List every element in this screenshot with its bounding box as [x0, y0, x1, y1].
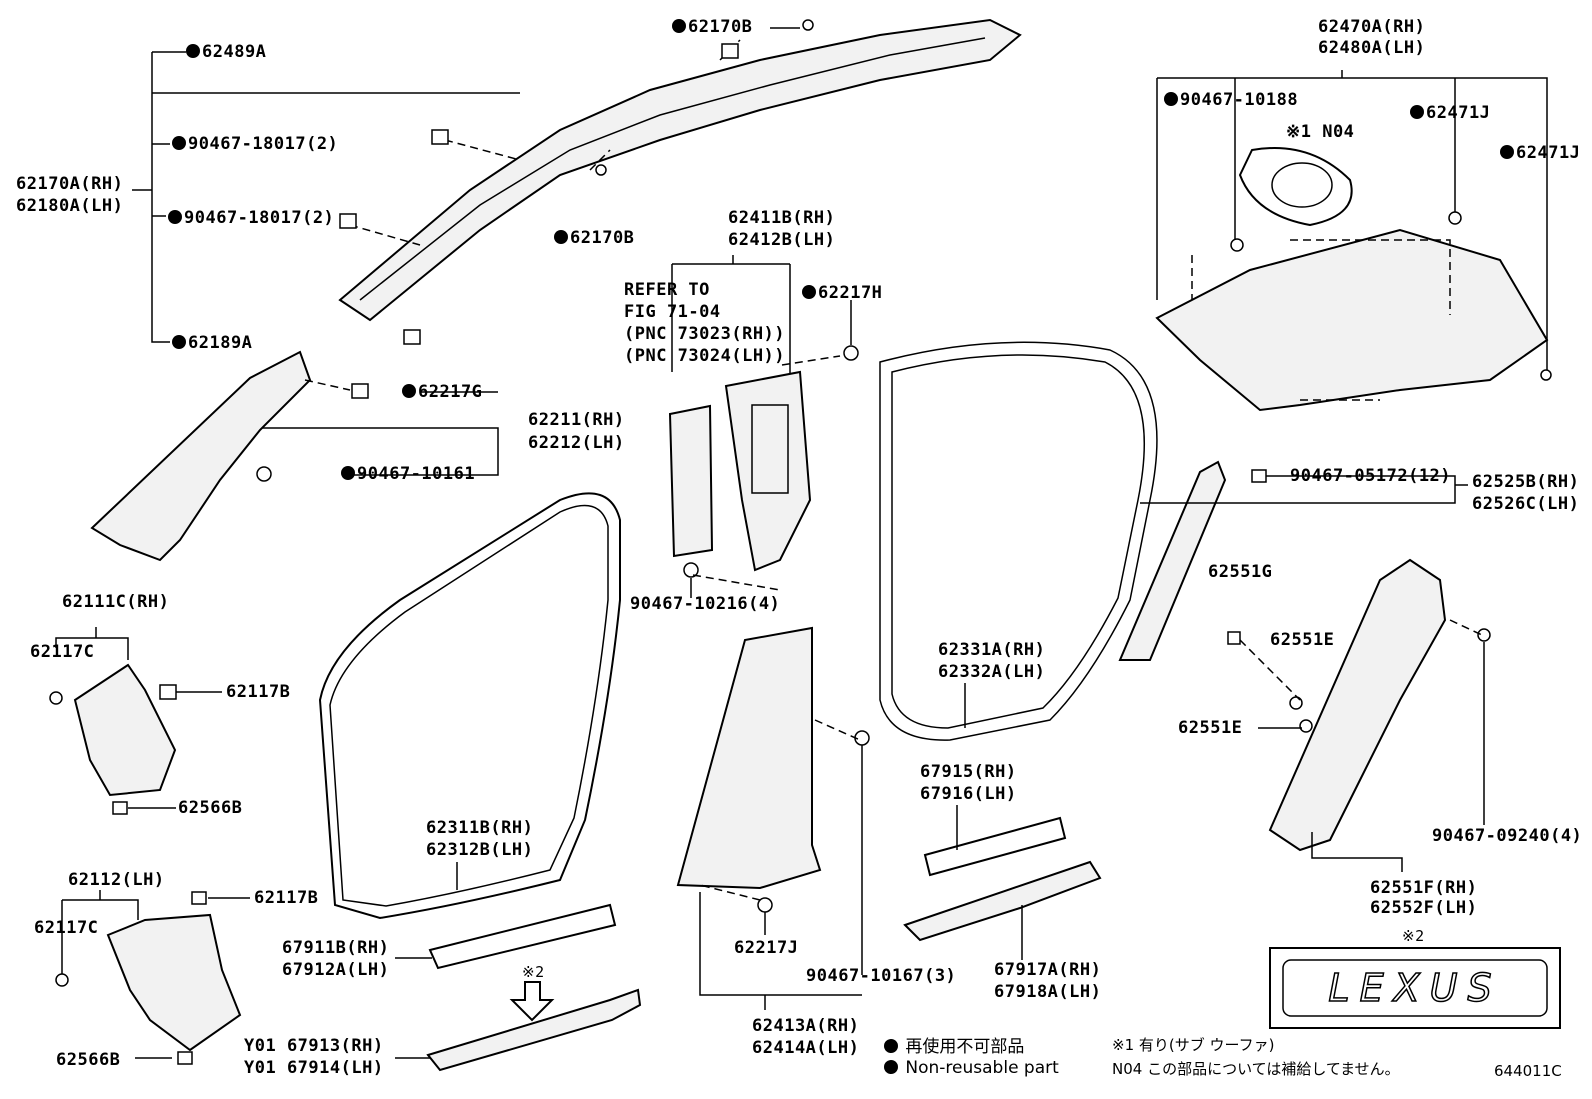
- callout-90467-10188: 90467-10188: [1164, 90, 1298, 110]
- callout-62211: 62211(RH): [528, 410, 625, 430]
- callout-62112: 62112(LH): [68, 870, 165, 890]
- callout-62471J-a: 62471J: [1410, 103, 1490, 123]
- callout-90467-10216: 90467-10216(4): [630, 594, 781, 614]
- quarter-trim-lower: [1227, 558, 1491, 872]
- callout-62117B-a: 62117B: [226, 682, 291, 702]
- callout-62551G: 62551G: [1208, 562, 1273, 582]
- callout-67911B: 67911B(RH): [282, 938, 390, 958]
- callout-62170B-top: 62170B: [672, 17, 752, 37]
- callout-67915: 67915(RH): [920, 762, 1017, 782]
- callout-90467-18017-b: 90467-18017(2): [168, 208, 334, 228]
- callout-62412B: 62412B(LH): [728, 230, 836, 250]
- callout-62332A: 62332A(LH): [938, 662, 1046, 682]
- callout-62551E-a: 62551E: [1270, 630, 1335, 650]
- callout-62566B-b: 62566B: [56, 1050, 121, 1070]
- callout-67917A: 67917A(RH): [994, 960, 1102, 980]
- front-scuff-plate-outer: [395, 981, 642, 1072]
- callout-y01-67913: Y01 67913(RH): [244, 1036, 384, 1056]
- callout-62411B: 62411B(RH): [728, 208, 836, 228]
- cowl-side-trim-rh: [49, 627, 222, 815]
- roof-side-rail-group: [132, 18, 1022, 345]
- a-pillar-garnish: [90, 350, 499, 562]
- fig-ref-label: FIG 71-04: [624, 302, 721, 322]
- callout-62551E-b: 62551E: [1178, 718, 1243, 738]
- lexus-badge-frame: [1269, 947, 1561, 1029]
- callout-62117B-b: 62117B: [254, 888, 319, 908]
- callout-62311B: 62311B(RH): [426, 818, 534, 838]
- callout-62170B-mid: 62170B: [554, 228, 634, 248]
- callout-62489A: 62489A: [186, 42, 266, 62]
- callout-62566B-a: 62566B: [178, 798, 243, 818]
- legend-non-reusable-en: Non-reusable part: [884, 1058, 1059, 1078]
- front-door-weatherstrip: [318, 492, 621, 920]
- rear-scuff-plate-outer: [903, 860, 1102, 960]
- callout-90467-09240: 90467-09240(4): [1432, 826, 1583, 846]
- callout-62189A: 62189A: [172, 333, 252, 353]
- refer-to-label: REFER TO: [624, 280, 710, 300]
- callout-62470A: 62470A(RH): [1318, 17, 1426, 37]
- callout-y01-67914: Y01 67914(LH): [244, 1058, 384, 1078]
- callout-90467-10167: 90467-10167(3): [806, 966, 957, 986]
- callout-62551F: 62551F(RH): [1370, 878, 1478, 898]
- rear-scuff-plate-inner: [923, 805, 1067, 877]
- callout-90467-05172: 90467-05172(12): [1290, 466, 1452, 486]
- callout-67918A: 67918A(LH): [994, 982, 1102, 1002]
- lexus-badge-text: LEXUS: [1328, 965, 1502, 1011]
- cowl-side-trim-lh: [55, 890, 250, 1065]
- note-n04-not-supplied: N04 この部品については補給してません。: [1112, 1060, 1400, 1078]
- center-pillar-upper: [668, 255, 859, 598]
- mark-2-badge: ※2: [1402, 927, 1425, 945]
- callout-62413A: 62413A(RH): [752, 1016, 860, 1036]
- center-pillar-lower: [676, 626, 870, 1010]
- callout-62111C: 62111C(RH): [62, 592, 170, 612]
- callout-62217G: 62217G: [402, 382, 482, 402]
- callout-90467-18017-a: 90467-18017(2): [172, 134, 338, 154]
- callout-67916: 67916(LH): [920, 784, 1017, 804]
- callout-62312B: 62312B(LH): [426, 840, 534, 860]
- roof-side-inner-garnish: [1118, 460, 1468, 661]
- callout-62414A: 62414A(LH): [752, 1038, 860, 1058]
- callout-62480A: 62480A(LH): [1318, 38, 1426, 58]
- pnc-rh-label: (PNC 73023(RH)): [624, 324, 786, 344]
- rear-door-weatherstrip: [879, 341, 1158, 741]
- callout-62471J-b: 62471J: [1500, 143, 1580, 163]
- note-subwoofer: ※1 有り(サブ ウーファ): [1112, 1036, 1275, 1054]
- callout-62212: 62212(LH): [528, 433, 625, 453]
- callout-62526C: 62526C(LH): [1472, 494, 1580, 514]
- callout-62170A: 62170A(RH): [16, 174, 124, 194]
- figure-code: 644011C: [1494, 1062, 1562, 1080]
- callout-62217H: 62217H: [802, 283, 882, 303]
- legend-non-reusable-jp: 再使用不可部品: [884, 1032, 1024, 1057]
- callout-62117C-a: 62117C: [30, 642, 95, 662]
- callout-62525B: 62525B(RH): [1472, 472, 1580, 492]
- front-scuff-plate-inner: [395, 903, 617, 970]
- callout-90467-10161: 90467-10161: [341, 464, 475, 484]
- callout-62217J: 62217J: [734, 938, 799, 958]
- callout-62180A: 62180A(LH): [16, 196, 124, 216]
- pnc-lh-label: (PNC 73024(LH)): [624, 346, 786, 366]
- callout-n04: ※1 N04: [1286, 122, 1355, 142]
- callout-62552F: 62552F(LH): [1370, 898, 1478, 918]
- callout-62331A: 62331A(RH): [938, 640, 1046, 660]
- callout-62117C-b: 62117C: [34, 918, 99, 938]
- mark-2-arrow: ※2: [522, 963, 545, 981]
- callout-67912A: 67912A(LH): [282, 960, 390, 980]
- package-tray-trim: [1155, 70, 1552, 412]
